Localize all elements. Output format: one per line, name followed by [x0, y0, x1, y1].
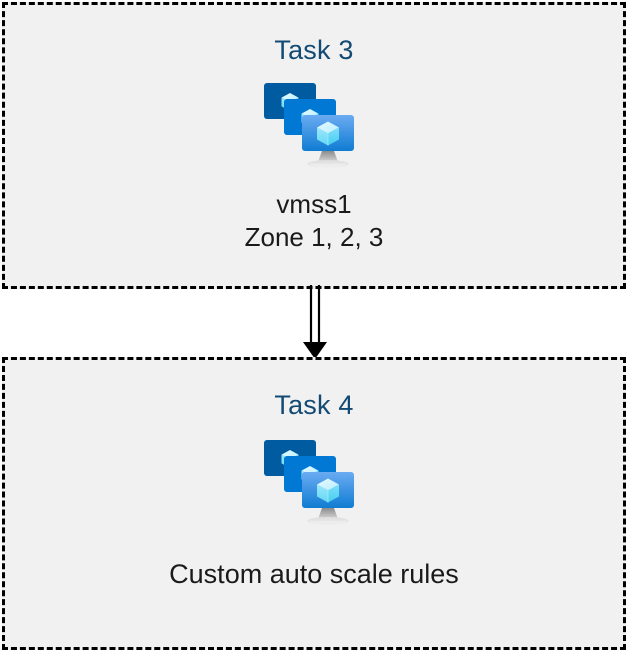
- task-4-icon-wrap: [262, 437, 366, 529]
- task-box-task-3: Task 3: [2, 2, 626, 289]
- task-4-title: Task 4: [274, 390, 354, 420]
- task-3-caption-line-1: vmss1: [276, 189, 352, 219]
- arrow-down-icon: [303, 285, 327, 359]
- task-3-caption: vmss1 Zone 1, 2, 3: [245, 188, 384, 255]
- task-3-icon-wrap: [262, 80, 366, 172]
- virtual-machine-scale-set-icon: [264, 440, 354, 525]
- virtual-machine-scale-set-icon: [264, 83, 354, 168]
- task-4-caption-line-1: Custom auto scale rules: [169, 559, 459, 589]
- task-3-caption-line-2: Zone 1, 2, 3: [244, 222, 384, 253]
- task-box-task-4: Task 4: [2, 357, 626, 650]
- task-4-caption: Custom auto scale rules: [169, 557, 459, 592]
- task-3-title: Task 3: [274, 35, 354, 65]
